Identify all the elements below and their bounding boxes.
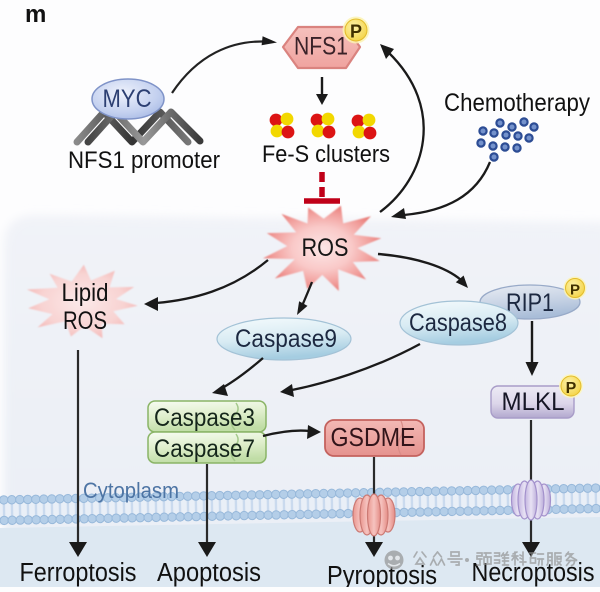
svg-text:Pyroptosis: Pyroptosis bbox=[327, 562, 437, 587]
svg-text:Apoptosis: Apoptosis bbox=[157, 559, 261, 587]
svg-text:NFS1 promoter: NFS1 promoter bbox=[68, 147, 220, 174]
svg-text:NFS1: NFS1 bbox=[294, 33, 348, 61]
svg-text:Lipid: Lipid bbox=[62, 279, 109, 307]
svg-text:ROS: ROS bbox=[63, 307, 107, 335]
svg-text:m: m bbox=[25, 1, 46, 28]
svg-text:RIP1: RIP1 bbox=[506, 289, 554, 317]
svg-text:Caspase3: Caspase3 bbox=[154, 404, 255, 432]
svg-text:Caspase8: Caspase8 bbox=[409, 309, 507, 337]
svg-text:Cytoplasm: Cytoplasm bbox=[83, 478, 179, 503]
svg-text:Ferroptosis: Ferroptosis bbox=[20, 559, 137, 587]
svg-text:ROS: ROS bbox=[302, 234, 349, 262]
svg-text:GSDME: GSDME bbox=[331, 424, 416, 452]
svg-text:Caspase7: Caspase7 bbox=[154, 435, 255, 463]
svg-text:Caspase9: Caspase9 bbox=[235, 325, 337, 353]
svg-text:P: P bbox=[350, 22, 362, 42]
svg-text:Fe-S clusters: Fe-S clusters bbox=[262, 141, 390, 168]
svg-text:MYC: MYC bbox=[103, 85, 152, 113]
svg-text:P: P bbox=[566, 380, 577, 397]
svg-text:Chemotherapy: Chemotherapy bbox=[444, 89, 590, 117]
svg-text:MLKL: MLKL bbox=[502, 388, 565, 416]
svg-text:P: P bbox=[570, 282, 580, 299]
